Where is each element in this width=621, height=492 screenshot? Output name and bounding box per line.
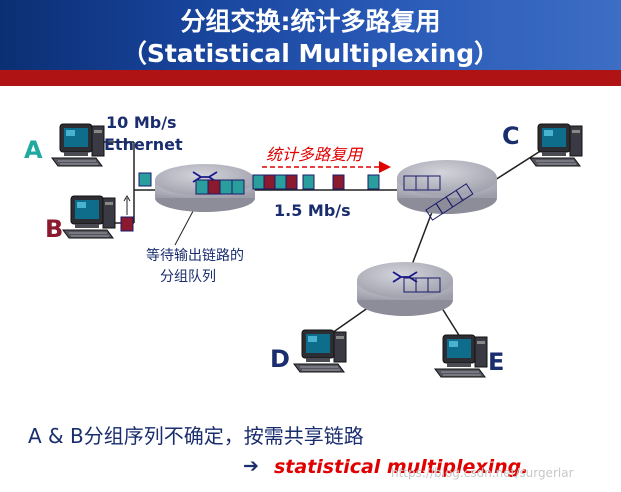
router-bottom — [357, 262, 453, 316]
title-banner-stripe — [0, 70, 621, 86]
conclusion-emphasis: statistical multiplexing. — [274, 456, 529, 478]
summary-statement: A & B分组序列不确定，按需共享链路 — [28, 424, 364, 448]
host-a-computer — [51, 123, 105, 167]
host-e-computer — [434, 334, 488, 378]
host-d-computer — [293, 329, 347, 373]
queue-right-diagonal — [425, 183, 474, 221]
page-subtitle: （Statistical Multiplexing） — [121, 39, 500, 68]
host-label-a: A — [24, 136, 43, 164]
link-type-label: Ethernet — [104, 135, 183, 154]
host-label-d: D — [270, 345, 290, 373]
host-label-e: E — [488, 348, 504, 376]
queue-left — [195, 179, 245, 195]
link-speed-label: 10 Mb/s — [106, 113, 177, 132]
mux-label: 统计多路复用 — [266, 145, 364, 164]
packets-on-link — [252, 174, 380, 190]
page-title: 分组交换:统计多路复用 — [180, 7, 441, 36]
link-c — [494, 149, 543, 181]
packet-from-a — [138, 172, 152, 187]
watermark: https://blog.csdn.net/surgerlar — [391, 466, 574, 480]
queue-bottom — [403, 277, 441, 293]
packet-from-b — [120, 216, 134, 232]
title-banner: 分组交换:统计多路复用 （Statistical Multiplexing） — [0, 0, 621, 86]
arrow-icon: ➔ — [243, 455, 259, 477]
link-router-e-d — [409, 211, 433, 271]
host-b-computer — [62, 195, 116, 239]
queue-right-horizontal — [403, 175, 441, 191]
queue-label-line2: 分组队列 — [160, 269, 216, 285]
host-label-b: B — [45, 215, 63, 243]
host-label-c: C — [502, 122, 520, 150]
router-right — [397, 160, 497, 214]
queue-label-line1: 等待输出链路的 — [146, 247, 244, 264]
bottleneck-rate-label: 1.5 Mb/s — [274, 201, 351, 220]
link-e — [439, 304, 463, 341]
host-c-computer — [529, 123, 583, 167]
